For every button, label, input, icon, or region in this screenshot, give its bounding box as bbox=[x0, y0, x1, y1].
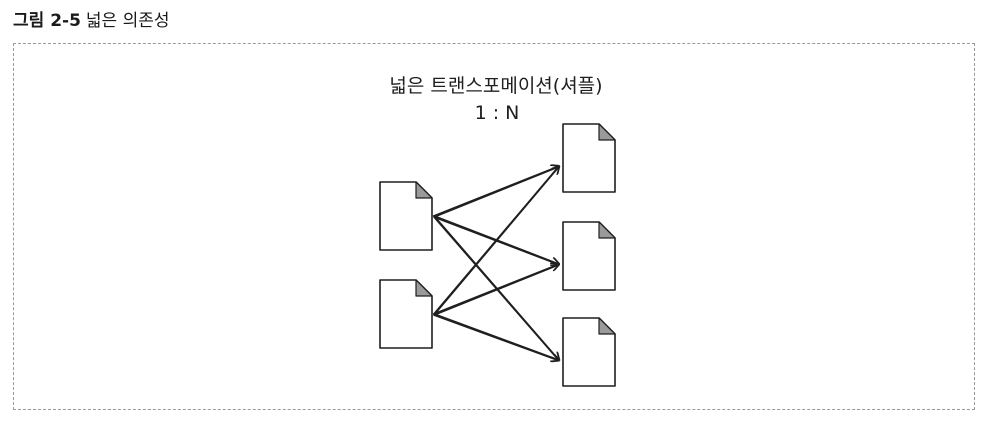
dependency-arrow bbox=[433, 264, 560, 316]
target-partitions bbox=[562, 123, 616, 387]
figure-number: 그림 2-5 bbox=[13, 11, 81, 31]
figure-frame bbox=[13, 43, 975, 410]
dependency-arrows bbox=[433, 166, 560, 362]
source-document-icon bbox=[379, 279, 433, 349]
target-document-icon bbox=[562, 317, 616, 387]
source-document-icon bbox=[379, 181, 433, 251]
diagram-heading: 넓은 트랜스포메이션(셔플) bbox=[389, 75, 602, 97]
dependency-arrow bbox=[433, 215, 559, 360]
target-document-icon bbox=[562, 221, 616, 291]
dependency-arrow bbox=[433, 166, 559, 217]
dependency-arrow bbox=[433, 264, 559, 315]
dependency-arrow bbox=[433, 313, 559, 360]
dependency-arrow bbox=[433, 314, 560, 362]
dependency-arrow bbox=[433, 166, 559, 315]
dependency-arrow bbox=[433, 166, 560, 218]
target-document-icon bbox=[562, 123, 616, 193]
source-partitions bbox=[379, 181, 433, 349]
ratio-label: 1 : N bbox=[475, 102, 520, 124]
dependency-arrow bbox=[433, 166, 560, 316]
figure-title: 넓은 의존성 bbox=[85, 11, 170, 31]
